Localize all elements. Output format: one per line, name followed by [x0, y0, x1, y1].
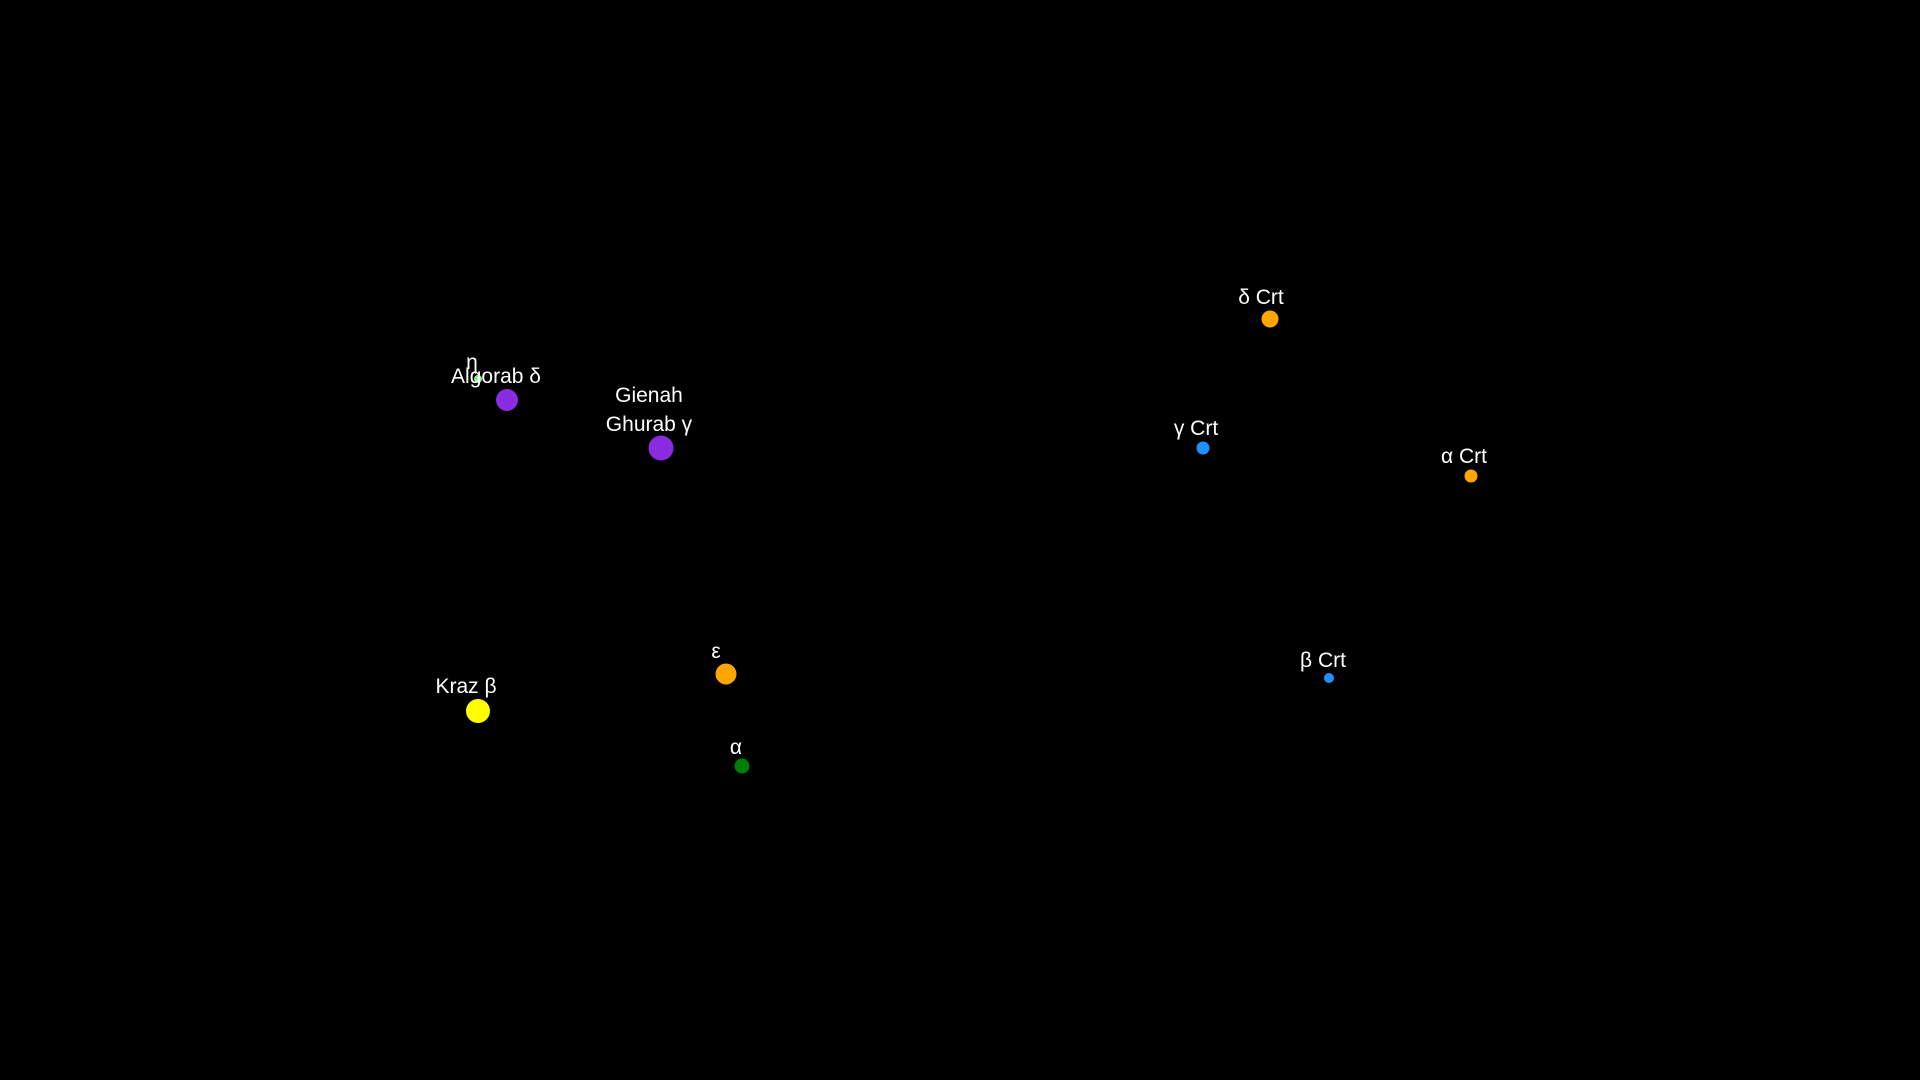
star-beta-crt [1324, 673, 1334, 683]
star-label-gamma-crt: γ Crt [1173, 417, 1219, 440]
star-label-delta-crt: δ Crt [1238, 286, 1284, 309]
star-label-gienah: Gienah Ghurab γ [605, 384, 693, 436]
star-label-epsilon: ε [711, 640, 721, 663]
star-epsilon [715, 663, 737, 685]
star-label-beta-crt: β Crt [1300, 649, 1346, 672]
star-label-alpha-crt: α Crt [1441, 445, 1487, 468]
star-algorab [496, 389, 518, 411]
star-label-alpha: α [729, 736, 743, 759]
star-alpha [734, 758, 750, 774]
star-label-eta: η [466, 351, 478, 374]
star-eta [474, 375, 482, 383]
star-kraz [466, 699, 490, 723]
star-delta-crt [1261, 310, 1279, 328]
star-gienah [648, 435, 674, 461]
star-alpha-crt [1464, 469, 1478, 483]
star-label-kraz: Kraz β [435, 675, 497, 698]
star-label-algorab: Algorab δ [451, 365, 541, 388]
star-gamma-crt [1196, 441, 1210, 455]
